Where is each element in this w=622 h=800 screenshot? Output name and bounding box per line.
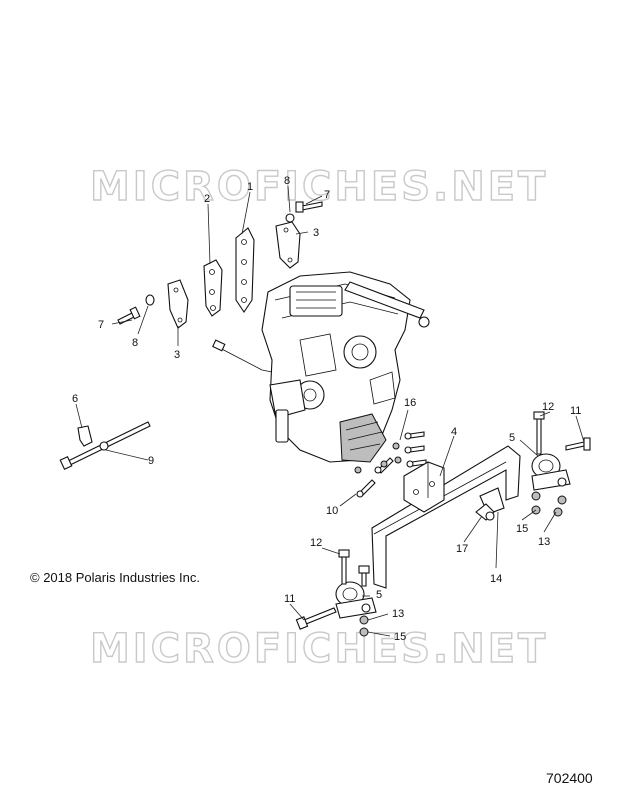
mount-frame-14 [371,445,521,589]
callout-13-right: 13 [538,536,550,548]
nuts-13-15-right [531,491,567,517]
callout-17: 17 [456,543,468,555]
callout-7-right: 7 [324,189,330,201]
washer-8-left [145,294,155,306]
engine-assembly [212,271,430,463]
callout-16: 16 [404,397,416,409]
engine-mount-5-lower [335,581,377,619]
callout-2: 2 [204,193,210,205]
bolt-11-right [565,437,591,451]
callout-15-lower: 15 [394,631,406,643]
callout-1: 1 [247,181,253,193]
clamp-17 [475,503,495,521]
bolt-12-lower [338,549,370,587]
callout-11-right: 11 [570,405,581,417]
callout-4: 4 [451,426,457,438]
copyright-notice: © 2018 Polaris Industries Inc. [30,570,200,585]
callout-12-right: 12 [542,401,554,413]
callout-10: 10 [326,505,338,517]
callout-numbers: 1 2 3 3 4 5 5 6 7 7 8 8 9 10 11 11 12 12… [72,175,581,643]
engine-mount-5-right [531,453,571,491]
callout-3-left: 3 [174,349,180,361]
callout-14: 14 [490,573,502,585]
callout-12-lower: 12 [310,537,322,549]
callout-9: 9 [148,455,154,467]
cable-9 [59,421,151,470]
clip-6 [77,425,93,447]
callout-8-right: 8 [284,175,290,187]
engine-plate-3-left [167,279,189,329]
callout-5-lower: 5 [376,589,382,601]
engine-bracket-1 [235,227,255,313]
callout-15-right: 15 [516,523,528,535]
callout-6: 6 [72,393,78,405]
washer-8-right [285,213,295,223]
callout-8-left: 8 [132,337,138,349]
callout-7-left: 7 [98,319,104,331]
watermark-bottom: MICROFICHES.NET [90,626,548,672]
leader-lines [75,185,585,637]
bolt-11-lower [295,607,337,630]
bolt-7-left [117,306,141,325]
bolt-12-right [533,411,545,455]
engine-plate-3-right [275,221,301,269]
bolt-7-right [295,201,323,213]
callout-3-right: 3 [313,227,319,239]
engine-bracket-2 [203,259,223,317]
callout-13-lower: 13 [392,608,404,620]
diagram-number: 702400 [546,770,593,786]
callout-5-right: 5 [509,432,515,444]
fasteners-10-16 [354,431,427,498]
callout-11-lower: 11 [284,593,295,605]
